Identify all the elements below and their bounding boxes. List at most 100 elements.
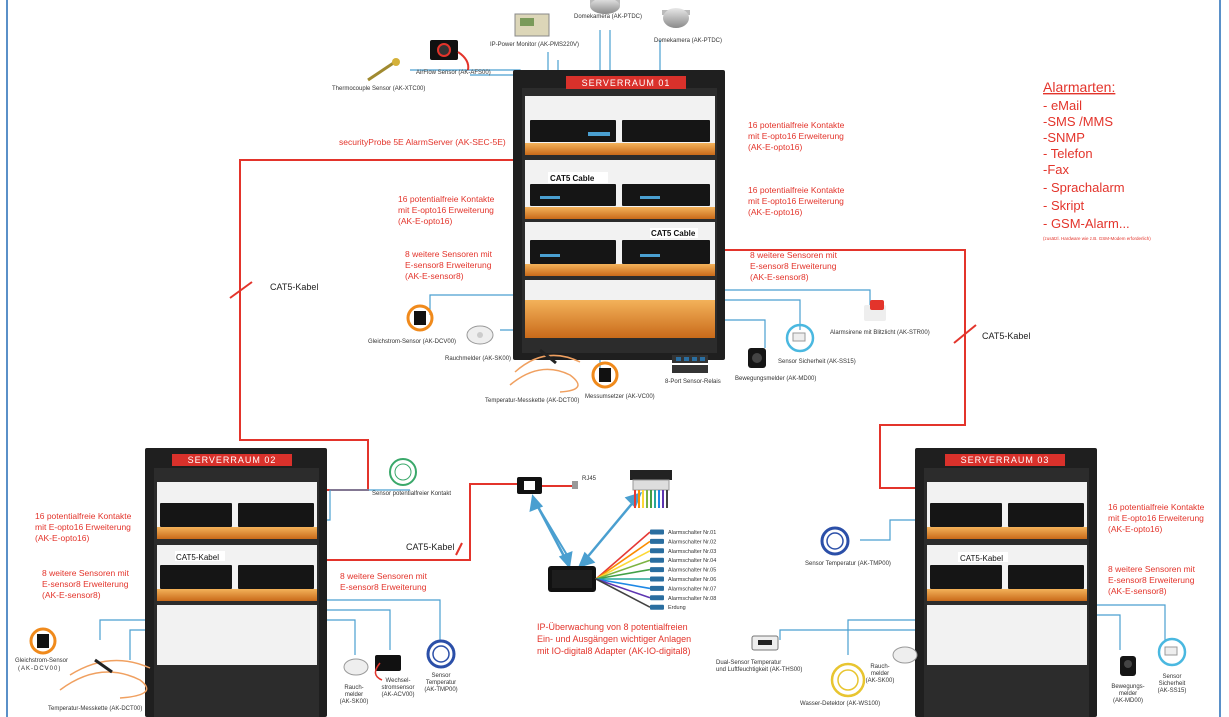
smoke-room3-line1: Rauch- <box>870 664 889 670</box>
alarm-types-title: Alarmarten: <box>1043 79 1115 95</box>
dome-camera-1-label: Domekamera (AK-PTDC) <box>574 14 642 20</box>
io-wires <box>595 531 651 608</box>
cable-label-right: CAT5-Kabel <box>982 331 1030 341</box>
dome-camera-2-label: Domekamera (AK-PTDC) <box>654 38 722 44</box>
airflow-sensor <box>430 40 470 71</box>
temp-chain-room1-label: Temperatur-Messkette (AK-DCT00) <box>485 398 579 404</box>
room1-sensor8-left-line2: E-sensor8 Erweiterung <box>405 260 492 270</box>
switch-plug <box>650 595 664 601</box>
alarm-switch-label: Alarmschalter Nr.08 <box>668 596 716 602</box>
smoke-room2-line1: Rauch- <box>344 685 363 691</box>
temp-room2-line3: (AK-TMP00) <box>424 687 457 693</box>
room1-opto-right2-line3: (AK-E-opto16) <box>748 207 802 217</box>
ac-room2-line2: stromsensor <box>381 685 414 691</box>
motion-detector-room1-label: Bewegungsmelder (AK-MD00) <box>735 376 816 382</box>
room1-opto-left-line1: 16 potentialfreie Kontakte <box>398 194 495 204</box>
security-sensor-room1-label: Sensor Sicherheit (AK-SS15) <box>778 359 856 365</box>
smoke-detector-room3 <box>892 646 918 664</box>
dc-sensor-room1 <box>406 304 434 332</box>
alarm-switch-label: Alarmschalter Nr.01 <box>668 530 716 536</box>
io-caption-line2: Ein- und Ausgängen wichtiger Anlagen <box>537 634 691 644</box>
room2-opto-line2: mit E-opto16 Erweiterung <box>35 522 131 532</box>
water-detector-label: Wasser-Detektor (AK-WS100) <box>800 701 880 707</box>
security-sensor-room1 <box>785 323 815 353</box>
alarm-type-3: - Telefon <box>1043 146 1093 161</box>
dual-sensor-line2: und Luftfeuchtigkeit (AK-THS00) <box>716 667 802 673</box>
motion-room3-line2: melder <box>1119 691 1137 697</box>
dc-sensor-room2-label-1: Gleichstrom-Sensor <box>15 658 68 664</box>
room1-sensor8-left-line3: (AK-E-sensor8) <box>405 271 464 281</box>
rack-02-cable-label: CAT5-Kabel <box>176 553 219 562</box>
alarm-type-0: - eMail <box>1043 98 1082 113</box>
temp-sensor-room3 <box>820 526 850 556</box>
alarm-type-4: -Fax <box>1043 162 1070 177</box>
alarm-switch-label: Alarmschalter Nr.02 <box>668 539 716 545</box>
switch-plug <box>650 529 664 535</box>
thermocouple-label: Thermocouple Sensor (AK-XTC00) <box>332 86 425 92</box>
room3-sensor8-line3: (AK-E-sensor8) <box>1108 586 1167 596</box>
room2-sensor8-right-line2: E-sensor8 Erweiterung <box>340 582 427 592</box>
motion-room3-line3: (AK-MD00) <box>1113 698 1143 704</box>
dome-camera-1 <box>590 0 620 14</box>
io-caption-line1: IP-Überwachung von 8 potentialfreien <box>537 622 688 632</box>
rack-02-title: SERVERRAUM 02 <box>188 455 277 465</box>
room1-sensor8-right-line2: E-sensor8 Erweiterung <box>750 261 837 271</box>
cable-label-middle: CAT5-Kabel <box>406 542 454 552</box>
smoke-room2-line2: melder <box>345 692 363 698</box>
contact-sensor-room2 <box>389 458 417 486</box>
room1-opto-right1-line2: mit E-opto16 Erweiterung <box>748 131 844 141</box>
switch-plug <box>650 538 664 544</box>
alarm-types-note: (zusätzl. Hardware wie z.B. GSM-Modem er… <box>1043 236 1151 241</box>
room3-opto-line1: 16 potentialfreie Kontakte <box>1108 502 1205 512</box>
security-room3-line3: (AK-SS15) <box>1158 688 1187 694</box>
terminal-wires <box>634 490 668 508</box>
terminal-block <box>630 470 672 491</box>
temp-chain-room2-label: Temperatur-Messkette (AK-DCT00) <box>48 706 142 712</box>
room1-opto-right2-line2: mit E-opto16 Erweiterung <box>748 196 844 206</box>
smoke-room2-line3: (AK-SK00) <box>340 699 369 705</box>
alarm-switch-label: Alarmschalter Nr.07 <box>668 586 716 592</box>
rack-serverraum-02: SERVERRAUM 02 CAT5-Kabel <box>145 448 327 717</box>
room1-sensor8-left-line1: 8 weitere Sensoren mit <box>405 249 493 259</box>
dc-sensor-room1-label: Gleichstrom-Sensor (AK-DCV00) <box>368 339 456 345</box>
io-digital8-adapter <box>548 566 596 592</box>
io-caption-line3: mit IO-digital8 Adapter (AK-IO-digital8) <box>537 646 691 656</box>
dual-sensor-room3 <box>751 635 779 651</box>
room1-opto-right1-line3: (AK-E-opto16) <box>748 142 802 152</box>
rj45-connector <box>517 477 578 494</box>
converter-room1 <box>591 361 619 389</box>
motion-room3-line1: Bewegungs- <box>1111 684 1144 690</box>
airflow-sensor-label: AirFlow Sensor (AK-AFS00) <box>416 70 491 76</box>
ac-room2-line3: (AK-ACV00) <box>381 692 414 698</box>
thermocouple-sensor <box>367 58 400 82</box>
io-wire <box>595 578 651 608</box>
smoke-room3-line3: (AK-SK00) <box>866 678 895 684</box>
alarm-switch-label: Erdung <box>668 605 686 611</box>
cable-break-marks <box>229 281 977 556</box>
io-wire <box>595 540 651 580</box>
alarm-switch-label: Alarmschalter Nr.05 <box>668 568 716 574</box>
room1-opto-right1-line1: 16 potentialfreie Kontakte <box>748 120 845 130</box>
rack-03-cable-label: CAT5-Kabel <box>960 554 1003 563</box>
temp-sensor-room3-label: Sensor Temperatur (AK-TMP00) <box>805 561 891 567</box>
contact-sensor-room2-label: Sensor potentialfreier Kontakt <box>372 491 451 497</box>
converter-room1-label: Messumsetzer (AK-VC00) <box>585 394 655 400</box>
cable-room2-io <box>264 483 527 561</box>
alarm-switch-label: Alarmschalter Nr.03 <box>668 549 716 555</box>
switch-plug <box>650 548 664 554</box>
motion-detector-room3 <box>1120 656 1136 676</box>
rack-01-cable-label-1: CAT5 Cable <box>550 174 595 183</box>
motion-detector-room1 <box>748 348 766 368</box>
alarm-type-1: -SMS /MMS <box>1043 114 1113 129</box>
switch-plug <box>650 557 664 563</box>
dc-sensor-room2-label-2: (AK-DCV00) <box>18 666 61 672</box>
room3-opto-line2: mit E-opto16 Erweiterung <box>1108 513 1204 523</box>
room1-opto-left-line2: mit E-opto16 Erweiterung <box>398 205 494 215</box>
room3-sensor8-line2: E-sensor8 Erweiterung <box>1108 575 1195 585</box>
alarm-type-7: - GSM-Alarm... <box>1043 216 1130 231</box>
smoke-detector-room1 <box>466 325 494 345</box>
water-detector-room3 <box>830 662 866 698</box>
smoke-room3-line2: melder <box>871 671 889 677</box>
